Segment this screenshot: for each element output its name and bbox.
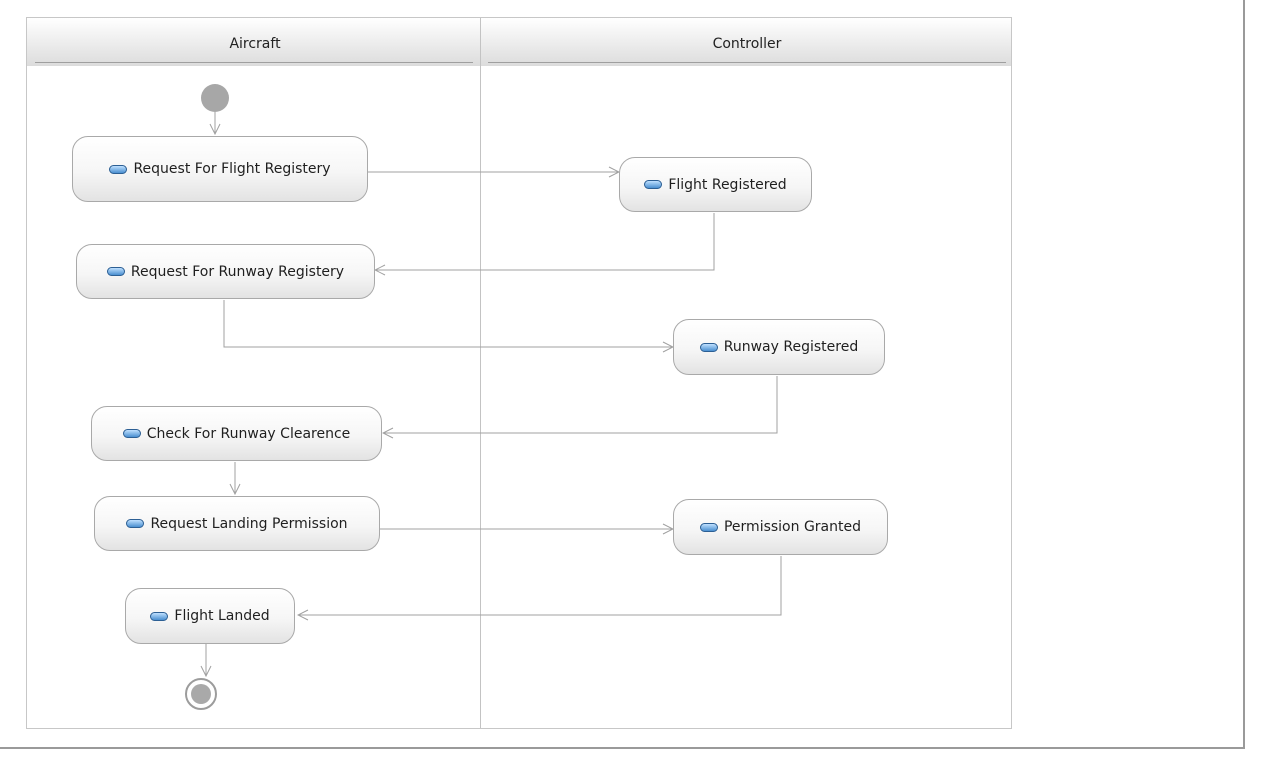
action-label: Request For Runway Registery — [130, 263, 345, 280]
action-label: Flight Landed — [174, 608, 270, 624]
action-label: Flight Registered — [668, 176, 787, 193]
action-pill-icon — [122, 429, 141, 438]
action-label: Permission Granted — [723, 519, 861, 535]
action-pill-icon — [106, 267, 125, 276]
action-request-landing-permission[interactable]: Request Landing Permission — [94, 496, 380, 551]
action-runway-registered[interactable]: Runway Registered — [673, 319, 885, 375]
action-label: Check For Runway Clearence — [146, 425, 351, 442]
lane-title-controller: Controller — [712, 36, 782, 52]
lane-title-aircraft: Aircraft — [229, 36, 281, 52]
action-pill-icon — [109, 164, 128, 174]
action-label: Request Landing Permission — [150, 515, 348, 532]
action-request-runway-registery[interactable]: Request For Runway Registery — [76, 244, 375, 299]
action-flight-landed[interactable]: Flight Landed — [125, 588, 295, 644]
final-node[interactable] — [185, 678, 217, 710]
diagram-canvas — [0, 0, 1245, 749]
swimlane-header — [27, 18, 1011, 66]
action-pill-icon — [644, 180, 663, 189]
action-label: Runway Registered — [723, 339, 859, 355]
action-request-flight-registery[interactable]: Request For Flight Registery — [72, 136, 368, 202]
action-check-runway-clearence[interactable]: Check For Runway Clearence — [91, 406, 382, 461]
lane-underline-aircraft — [35, 62, 473, 63]
action-pill-icon — [699, 522, 718, 532]
action-flight-registered[interactable]: Flight Registered — [619, 157, 812, 212]
initial-node[interactable] — [201, 84, 229, 112]
action-label: Request For Flight Registery — [133, 161, 331, 177]
swimlane-divider — [480, 18, 481, 728]
action-permission-granted[interactable]: Permission Granted — [673, 499, 888, 555]
lane-underline-controller — [488, 62, 1006, 63]
action-pill-icon — [150, 611, 169, 621]
action-pill-icon — [126, 519, 145, 528]
action-pill-icon — [699, 342, 718, 352]
